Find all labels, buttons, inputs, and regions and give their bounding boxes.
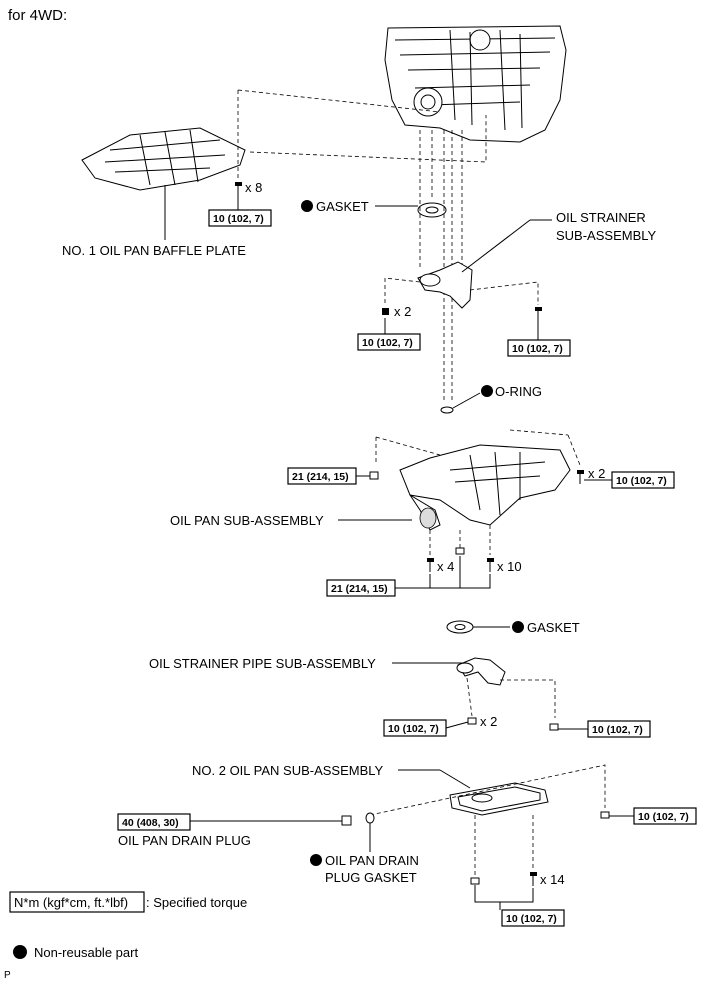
nut-icon — [470, 877, 480, 885]
torque-box — [117, 813, 191, 831]
label-o-ring: O-RING — [495, 384, 542, 399]
torque-no2-right: 10 (102, 7) — [638, 811, 689, 823]
qty-baffle-bolts: x 8 — [245, 180, 262, 195]
torque-box — [208, 209, 272, 227]
oil-pan-illustration — [399, 444, 571, 531]
bolt-icon — [535, 307, 542, 322]
label-baffle-plate: NO. 1 OIL PAN BAFFLE PLATE — [62, 243, 246, 258]
bolt-icon — [530, 872, 537, 886]
torque-baffle: 10 (102, 7) — [213, 213, 264, 225]
label-oil-strainer-1: OIL STRAINER — [556, 210, 646, 225]
non-reusable-icon — [512, 621, 524, 633]
torque-oil-pan-left: 21 (214, 15) — [292, 471, 349, 483]
torque-box — [507, 339, 571, 357]
o-ring-part — [440, 406, 454, 414]
torque-pipe-left: 10 (102, 7) — [388, 723, 439, 735]
torque-box — [501, 909, 565, 927]
torque-pipe-right: 10 (102, 7) — [592, 724, 643, 736]
torque-box — [633, 807, 697, 825]
oil-strainer-pipe-illustration — [456, 657, 506, 686]
qty-no2-bolts: x 14 — [540, 872, 565, 887]
label-no2-oil-pan: NO. 2 OIL PAN SUB-ASSEMBLY — [192, 763, 384, 778]
label-strainer-pipe: OIL STRAINER PIPE SUB-ASSEMBLY — [149, 656, 376, 671]
torque-oil-pan-right: 10 (102, 7) — [616, 475, 667, 487]
bolt-icon — [382, 308, 389, 315]
gasket-part — [417, 202, 447, 218]
qty-pipe-bolts: x 2 — [480, 714, 497, 729]
oil-strainer-illustration — [417, 261, 473, 309]
nut-icon — [369, 471, 379, 480]
engine-block-illustration — [384, 25, 567, 143]
footer-code: P — [4, 970, 11, 981]
bolt-icon — [427, 558, 434, 572]
baffle-plate-illustration — [81, 127, 246, 191]
qty-oil-pan-bolts-b: x 10 — [497, 559, 522, 574]
drain-plug-part — [341, 815, 352, 826]
qty-oil-pan-right: x 2 — [588, 466, 605, 481]
torque-box — [357, 333, 421, 351]
bolt-icon — [487, 558, 494, 572]
nut-icon — [600, 811, 610, 819]
label-oil-pan: OIL PAN SUB-ASSEMBLY — [170, 513, 324, 528]
torque-box — [611, 471, 675, 489]
no2-oil-pan-illustration — [449, 782, 549, 816]
torque-box — [326, 579, 396, 597]
nut-icon — [549, 723, 559, 731]
legend-torque-desc: : Specified torque — [146, 895, 247, 910]
torque-strainer-left: 10 (102, 7) — [362, 337, 413, 349]
torque-box — [587, 720, 651, 738]
non-reusable-icon — [301, 200, 313, 212]
label-oil-strainer-2: SUB-ASSEMBLY — [556, 228, 657, 243]
legend-torque-units: N*m (kgf*cm, ft.*lbf) — [14, 895, 128, 910]
torque-oil-pan-bottom: 21 (214, 15) — [331, 583, 388, 595]
legend-non-reusable: Non-reusable part — [34, 945, 138, 960]
torque-strainer-right: 10 (102, 7) — [512, 343, 563, 355]
bolt-icon — [577, 470, 584, 484]
non-reusable-icon — [13, 945, 27, 959]
label-gasket-top: GASKET — [316, 199, 369, 214]
non-reusable-icon — [481, 385, 493, 397]
label-drain-gasket-2: PLUG GASKET — [325, 870, 417, 885]
label-drain-gasket-1: OIL PAN DRAIN — [325, 853, 419, 868]
legend-torque-box — [9, 891, 145, 913]
non-reusable-icon — [310, 854, 322, 866]
qty-oil-pan-bolts-a: x 4 — [437, 559, 454, 574]
diagram-title: for 4WD: — [8, 7, 67, 24]
label-gasket-pipe: GASKET — [527, 620, 580, 635]
torque-no2-bottom: 10 (102, 7) — [506, 913, 557, 925]
gasket-part — [446, 620, 474, 634]
torque-box — [383, 719, 447, 737]
nut-icon — [455, 547, 465, 555]
bolt-icon — [235, 182, 242, 196]
drain-gasket-part — [365, 812, 375, 824]
nut-icon — [467, 717, 477, 725]
torque-drain-plug: 40 (408, 30) — [122, 817, 179, 829]
qty-strainer-bolts: x 2 — [394, 304, 411, 319]
label-drain-plug: OIL PAN DRAIN PLUG — [118, 833, 251, 848]
